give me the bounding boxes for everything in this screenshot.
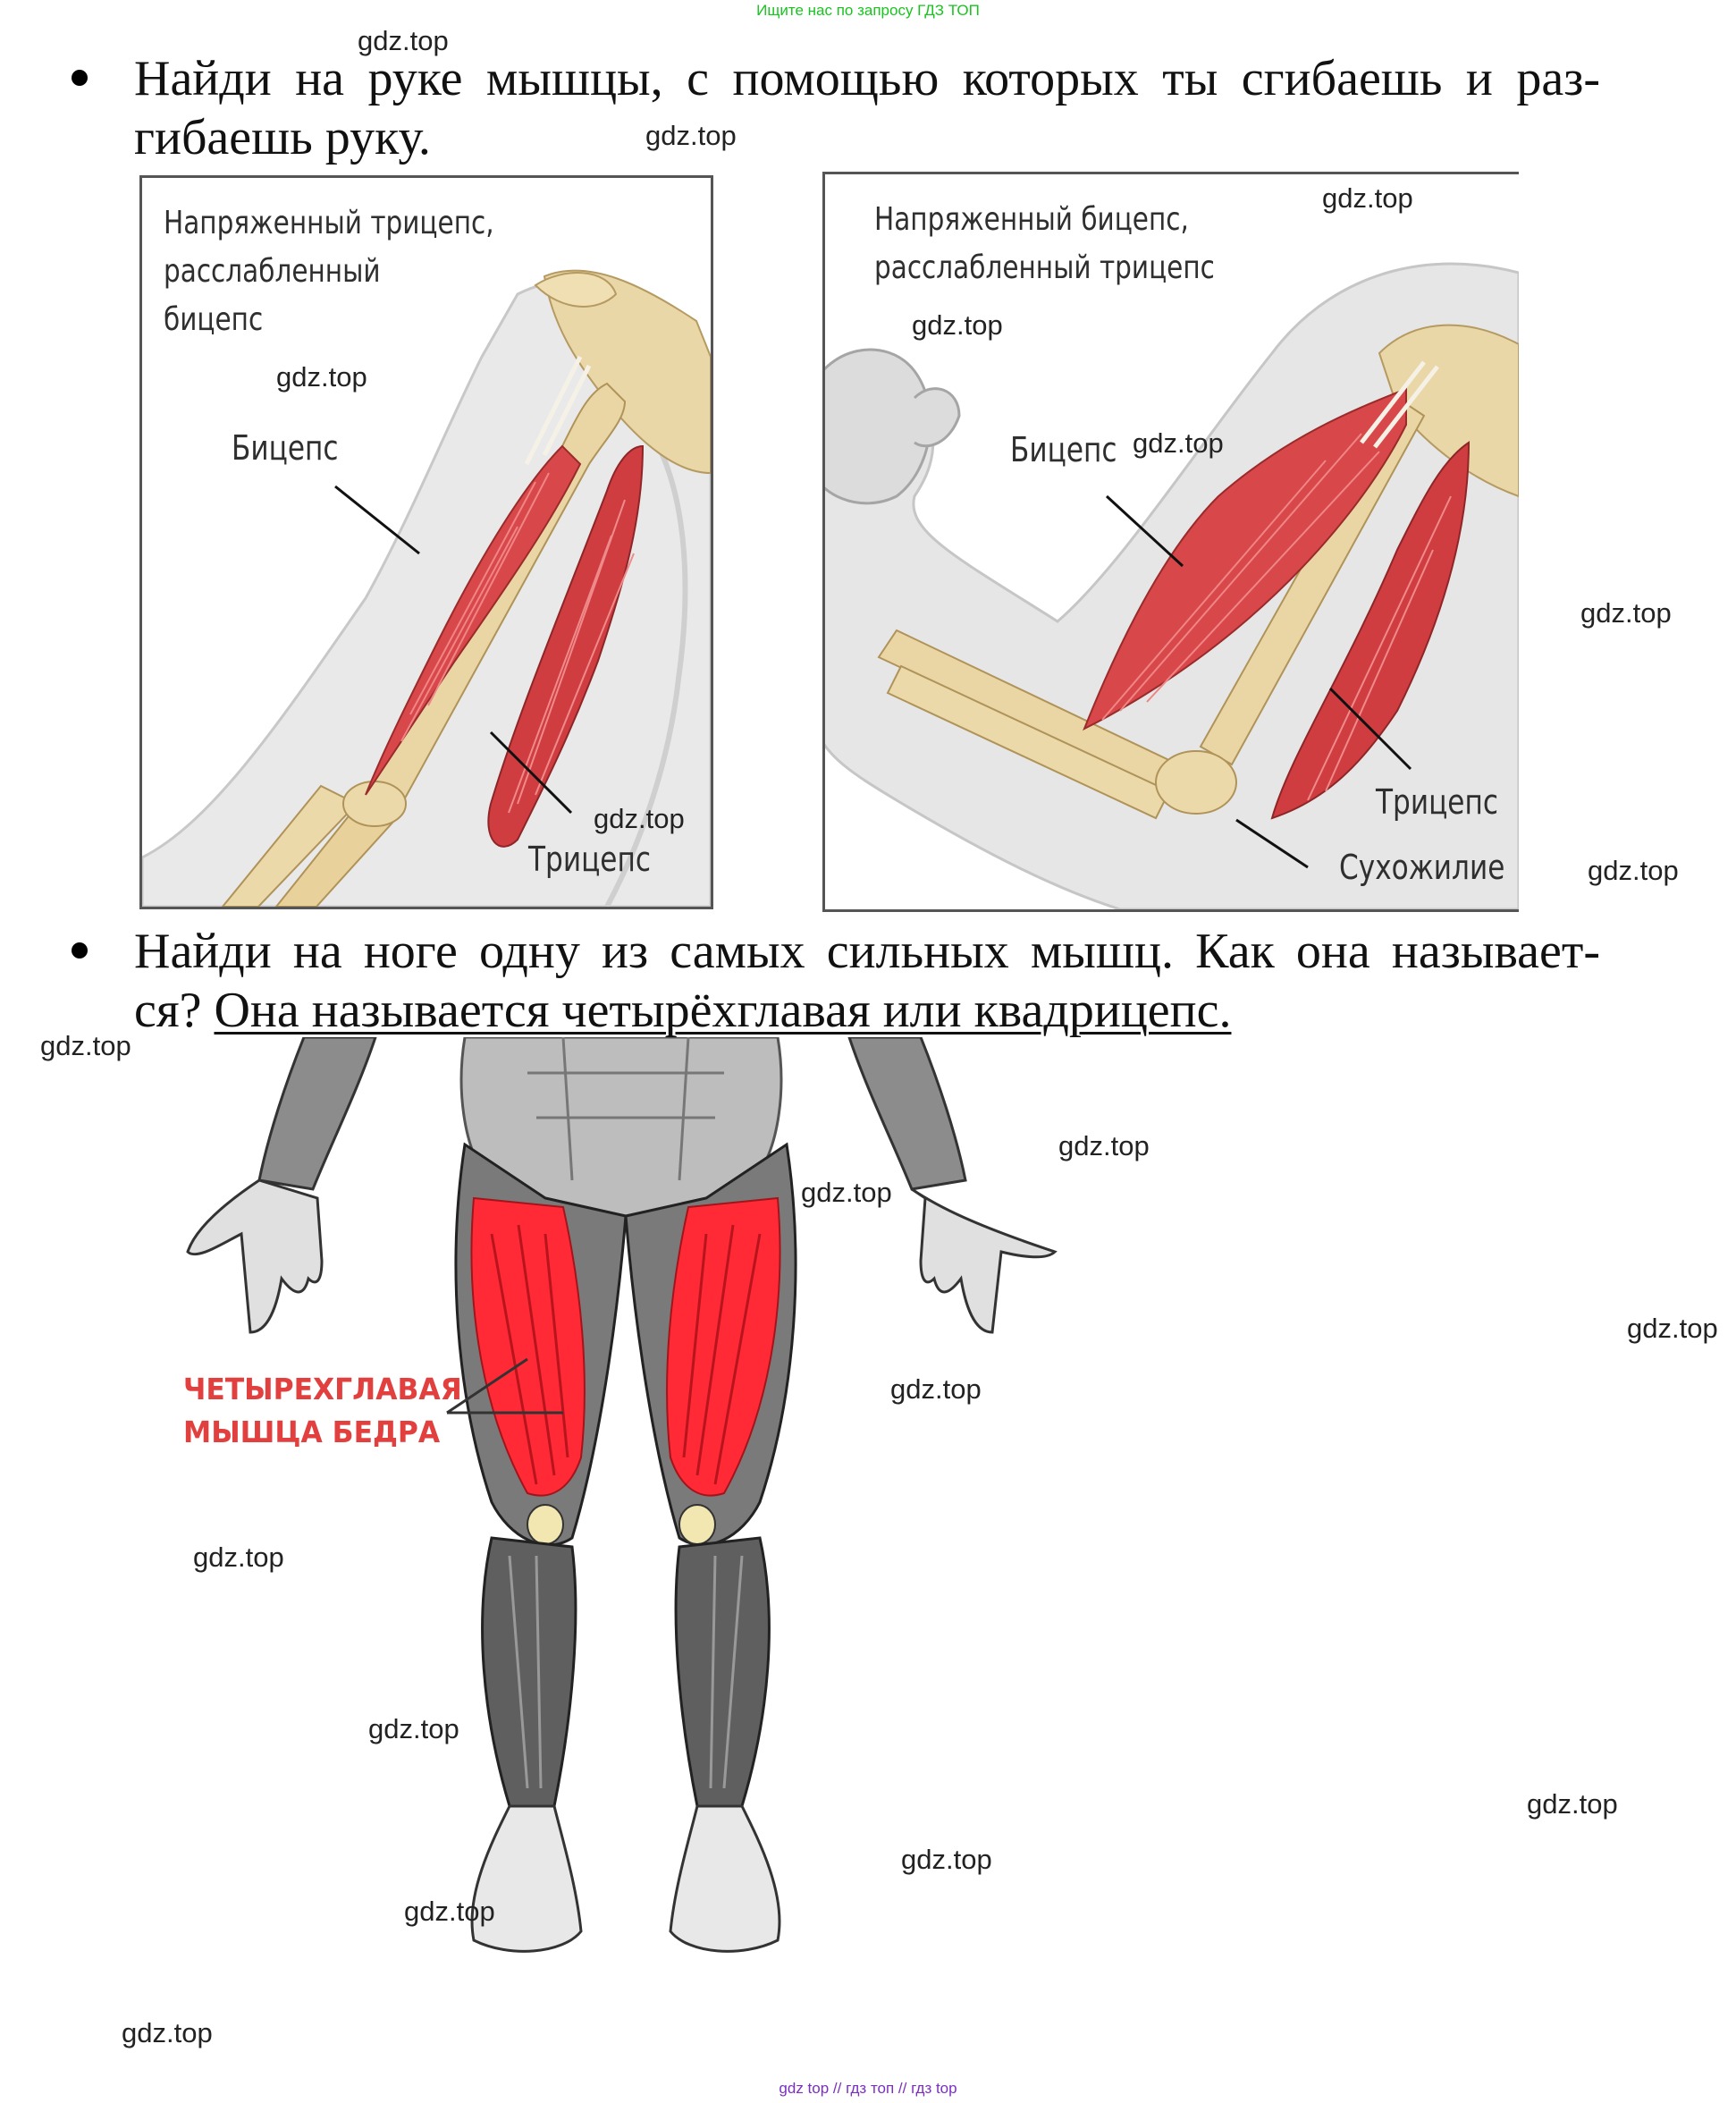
task-2-line-2: ся? Она называется четырёхглавая или ква… bbox=[134, 981, 1231, 1040]
watermark: gdz.top bbox=[122, 2017, 213, 2048]
arm-illustration-extended bbox=[142, 269, 711, 907]
watermark: gdz.top bbox=[912, 309, 1003, 341]
watermark: gdz.top bbox=[901, 1844, 992, 1875]
watermark: gdz.top bbox=[801, 1177, 892, 1208]
watermark: gdz.top bbox=[1580, 597, 1672, 629]
watermark: gdz.top bbox=[1058, 1130, 1150, 1161]
watermark: gdz.top bbox=[1627, 1313, 1718, 1344]
watermark: gdz.top bbox=[40, 1030, 131, 1061]
watermark: gdz.top bbox=[890, 1373, 982, 1405]
watermark: gdz.top bbox=[1322, 182, 1413, 214]
task-1-line-2: гибаешь руку. bbox=[134, 110, 431, 165]
watermark: gdz.top bbox=[404, 1896, 495, 1927]
arm-illustration-flexed bbox=[825, 262, 1519, 909]
search-banner[interactable]: Ищите нас по запросу ГДЗ ТОП bbox=[756, 2, 980, 19]
watermark: gdz.top bbox=[358, 25, 449, 56]
watermark: gdz.top bbox=[1588, 855, 1679, 886]
arm-panel-triceps-tensed: Напряженный трицепс, расслабленный бицеп… bbox=[139, 175, 713, 909]
footer-links[interactable]: gdz top // гдз топ // гдз top bbox=[779, 2080, 957, 2097]
arm-left-biceps-label: Бицепс bbox=[232, 428, 339, 468]
arm-right-caption-line-2: расслабленный трицепс bbox=[874, 249, 1215, 286]
watermark: gdz.top bbox=[276, 361, 367, 393]
arm-left-caption-line-2: расслабленный bbox=[164, 253, 381, 290]
task-1-line-1: Найди на руке мышцы, с помощью которых т… bbox=[134, 51, 1600, 106]
arm-left-caption-line-3: бицепс bbox=[164, 301, 264, 338]
arm-left-triceps-label: Трицепс bbox=[528, 840, 651, 879]
quadriceps-label-line-2: МЫШЦА БЕДРА bbox=[183, 1415, 441, 1449]
bullet-1 bbox=[72, 70, 88, 86]
bullet-2 bbox=[72, 942, 88, 959]
watermark: gdz.top bbox=[1133, 427, 1224, 459]
arm-right-caption-line-1: Напряженный бицепс, bbox=[874, 201, 1189, 238]
arm-right-tendon-label: Сухожилие bbox=[1339, 848, 1505, 887]
task-2-answer: Она называется четырёхглавая или квадриц… bbox=[214, 983, 1232, 1038]
quadriceps-label-line-1: ЧЕТЫРЕХГЛАВАЯ bbox=[183, 1372, 462, 1406]
watermark: gdz.top bbox=[645, 120, 737, 151]
watermark: gdz.top bbox=[368, 1713, 459, 1744]
arm-right-triceps-label: Трицепс bbox=[1376, 782, 1498, 822]
task-2-line-1: Найди на ноге одну из самых сильных мышц… bbox=[134, 924, 1600, 979]
task-2-line-2-prefix: ся? bbox=[134, 983, 215, 1038]
watermark: gdz.top bbox=[594, 803, 685, 834]
legs-illustration bbox=[186, 1037, 1058, 1953]
arm-left-caption-line-1: Напряженный трицепс, bbox=[164, 205, 494, 241]
watermark: gdz.top bbox=[193, 1541, 284, 1573]
arm-panel-biceps-tensed: Напряженный бицепс, расслабленный трицеп… bbox=[822, 172, 1519, 912]
arm-right-biceps-label: Бицепс bbox=[1010, 430, 1117, 469]
watermark: gdz.top bbox=[1527, 1788, 1618, 1820]
